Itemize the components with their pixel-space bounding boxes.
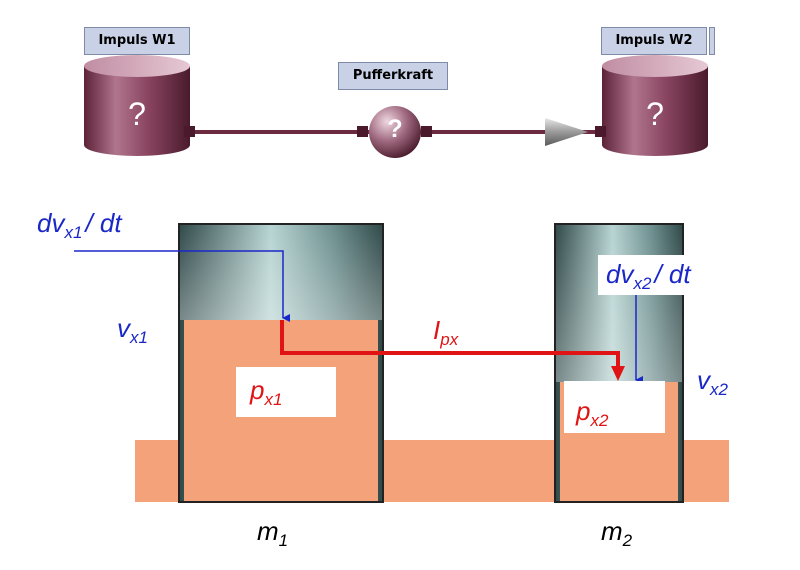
unknown-mark-sphere: ?	[387, 115, 403, 143]
velocity-2-label: vx2	[697, 365, 728, 399]
port-right	[595, 126, 606, 137]
port-left	[184, 126, 195, 137]
momentum-2-label: px2	[576, 396, 609, 430]
impulse-current-path	[280, 320, 620, 368]
impulse-store-2	[602, 55, 708, 156]
container-m1	[178, 223, 384, 503]
impulse-store-1	[84, 55, 190, 156]
impulse-current-label: Ipx	[433, 315, 459, 349]
container-2-label: Impuls W2	[601, 27, 707, 55]
momentum-1-label: px1	[250, 375, 283, 409]
rate-1-label: dvx1/ dt	[37, 208, 122, 242]
rate-2-label: dvx2/ dt	[606, 259, 691, 293]
rate-2-label-box	[598, 255, 722, 295]
flow-sphere	[369, 106, 421, 158]
flow-label: Pufferkraft	[338, 62, 448, 90]
momentum-1-label-box	[236, 367, 336, 417]
port-sphere-left	[357, 126, 368, 137]
velocity-1-label: vx1	[117, 313, 148, 347]
unknown-mark-store-1: ?	[128, 96, 146, 132]
container-2-label-edge	[709, 27, 715, 55]
mass-1-label: m1	[257, 516, 289, 550]
impulse-current-arrowhead	[611, 366, 625, 381]
container-1-label: Impuls W1	[84, 27, 190, 55]
rate-1-arrow	[74, 250, 290, 322]
momentum-2-label-box	[564, 381, 665, 433]
mass-2-label: m2	[601, 516, 633, 550]
unknown-mark-store-2: ?	[646, 96, 664, 132]
flow-arrow-cone	[545, 118, 588, 146]
port-sphere-right	[421, 126, 432, 137]
